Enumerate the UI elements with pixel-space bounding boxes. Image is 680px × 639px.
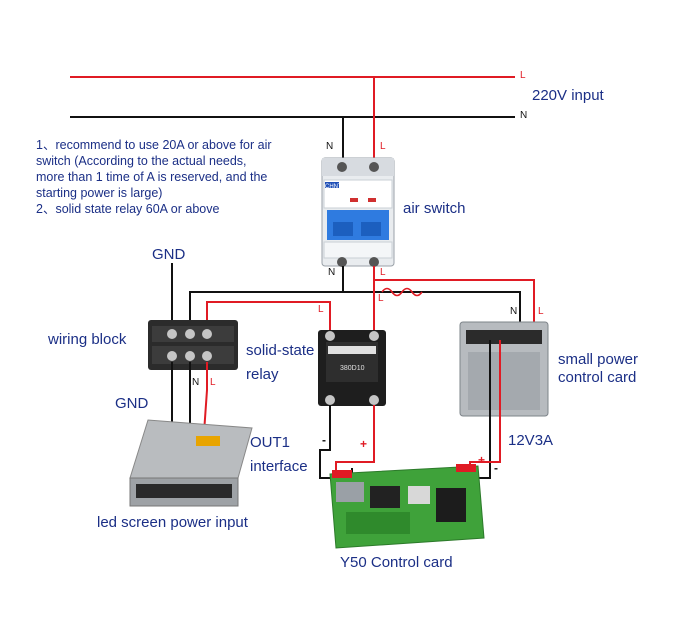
relay-model-text: 380D10	[340, 365, 365, 372]
wiring-block-device	[148, 320, 238, 370]
card-minus-mark: -	[494, 461, 498, 475]
relay-minus-mark: -	[322, 433, 326, 447]
block-live-tag: L	[210, 377, 216, 388]
gnd-top-label: GND	[152, 246, 186, 263]
supply-rating-label: 12V3A	[508, 432, 554, 449]
relay-plus-mark: +	[360, 437, 368, 451]
card-plus-mark: +	[478, 453, 486, 467]
small-power-label-line1: small power	[558, 351, 639, 368]
note-line-1: 1、recommend to use 20A or above for air	[36, 138, 272, 152]
small-power-label-line2: control card	[558, 369, 637, 386]
supply-neutral-tag: N	[510, 306, 518, 317]
led-power-label: led screen power input	[97, 514, 248, 531]
solid-state-relay-device	[318, 330, 386, 406]
breaker-out-neutral-tag: N	[328, 267, 336, 278]
air-switch-label: air switch	[403, 200, 466, 217]
relay-label-line1: solid-state	[246, 342, 315, 359]
note-line-5: 2、solid state relay 60A or above	[36, 202, 220, 216]
mains-live-tag: L	[520, 70, 526, 81]
breaker-brand-text: CHNT	[325, 184, 342, 190]
breaker-out-live-tag: L	[380, 267, 386, 278]
fuse-symbol	[381, 287, 423, 297]
note-line-3: more than 1 time of A is reserved, and t…	[36, 170, 268, 184]
fuse-live-tag: L	[378, 293, 384, 304]
live-bus-wire	[373, 266, 535, 330]
relay-load-wire	[206, 301, 331, 336]
breaker-neutral-tag: N	[326, 141, 334, 152]
breaker-live-tag: L	[380, 141, 386, 152]
note-line-2: switch (According to the actual needs,	[36, 154, 247, 168]
out1-label-line2: interface	[250, 458, 308, 475]
notes-block: 1、recommend to use 20A or above for air …	[36, 137, 272, 217]
air-switch-device	[321, 157, 395, 267]
led-power-supply-device	[129, 419, 253, 507]
mains-neutral-tag: N	[520, 110, 528, 121]
neutral-bus-wire	[342, 266, 521, 330]
gnd-left-label: GND	[115, 395, 149, 412]
control-card-label: Y50 Control card	[340, 554, 453, 571]
relay-load-live-tag: L	[318, 304, 324, 315]
small-power-supply-device	[459, 321, 549, 417]
relay-label-line2: relay	[246, 366, 279, 383]
input-voltage-label: 220V input	[532, 87, 604, 104]
note-line-4: starting power is large)	[36, 186, 163, 200]
supply-live-tag: L	[538, 306, 544, 317]
y50-control-card-device	[329, 464, 485, 549]
out1-label-line1: OUT1	[250, 434, 291, 451]
neutral-to-block-wire	[189, 291, 343, 326]
relay-plus-wire	[335, 405, 375, 470]
wiring-block-label: wiring block	[48, 331, 127, 348]
block-neutral-tag: N	[192, 377, 200, 388]
